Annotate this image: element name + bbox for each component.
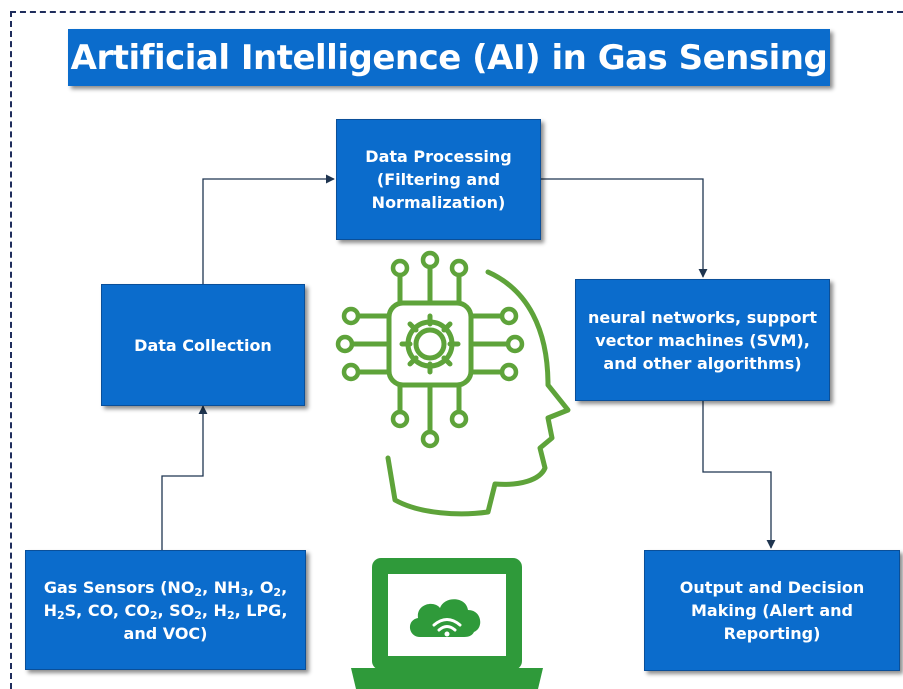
node-line: H2S, CO, CO2, SO2, H2, LPG, — [43, 600, 288, 622]
subscript: 2 — [226, 608, 235, 622]
node-data-processing: Data Processing (Filtering and Normaliza… — [336, 119, 541, 240]
node-line: Reporting) — [723, 624, 821, 643]
subscript: 2 — [194, 585, 203, 599]
arrow-collection-to-processing — [202, 174, 335, 284]
frame-left-border — [10, 11, 12, 689]
node-line: and other algorithms) — [603, 353, 802, 373]
subscript: 2 — [194, 608, 202, 622]
node-line: Normalization) — [371, 193, 506, 212]
subscript: 2 — [149, 608, 158, 622]
node-data-collection: Data Collection — [101, 284, 305, 406]
node-line: Data Collection — [134, 335, 272, 355]
subscript: 2 — [273, 585, 282, 599]
subscript: 3 — [240, 585, 249, 599]
title-banner: Artificial Intelligence (AI) in Gas Sens… — [68, 29, 830, 86]
node-line: Data Processing — [365, 147, 512, 166]
arrow-processing-to-algorithms — [541, 178, 708, 278]
arrow-sensors-to-collection — [161, 405, 208, 550]
node-line: Making (Alert and — [690, 601, 854, 620]
node-ml-algorithms: neural networks, support vector machines… — [575, 279, 830, 401]
frame-top-border — [10, 11, 903, 13]
page-title: Artificial Intelligence (AI) in Gas Sens… — [70, 37, 828, 78]
node-line: vector machines (SVM), — [595, 330, 810, 350]
node-line: (Filtering and — [376, 170, 501, 189]
node-line: and VOC) — [123, 623, 208, 643]
arrow-algorithms-to-output — [702, 401, 776, 549]
node-line: Gas Sensors (NO2, NH3, O2, — [43, 577, 288, 599]
node-line: neural networks, support — [587, 307, 818, 327]
node-line: Output and Decision — [679, 578, 865, 597]
node-gas-sensors: Gas Sensors (NO2, NH3, O2, H2S, CO, CO2,… — [25, 550, 306, 670]
node-output-decision: Output and Decision Making (Alert and Re… — [644, 550, 900, 671]
subscript: 2 — [57, 608, 65, 622]
